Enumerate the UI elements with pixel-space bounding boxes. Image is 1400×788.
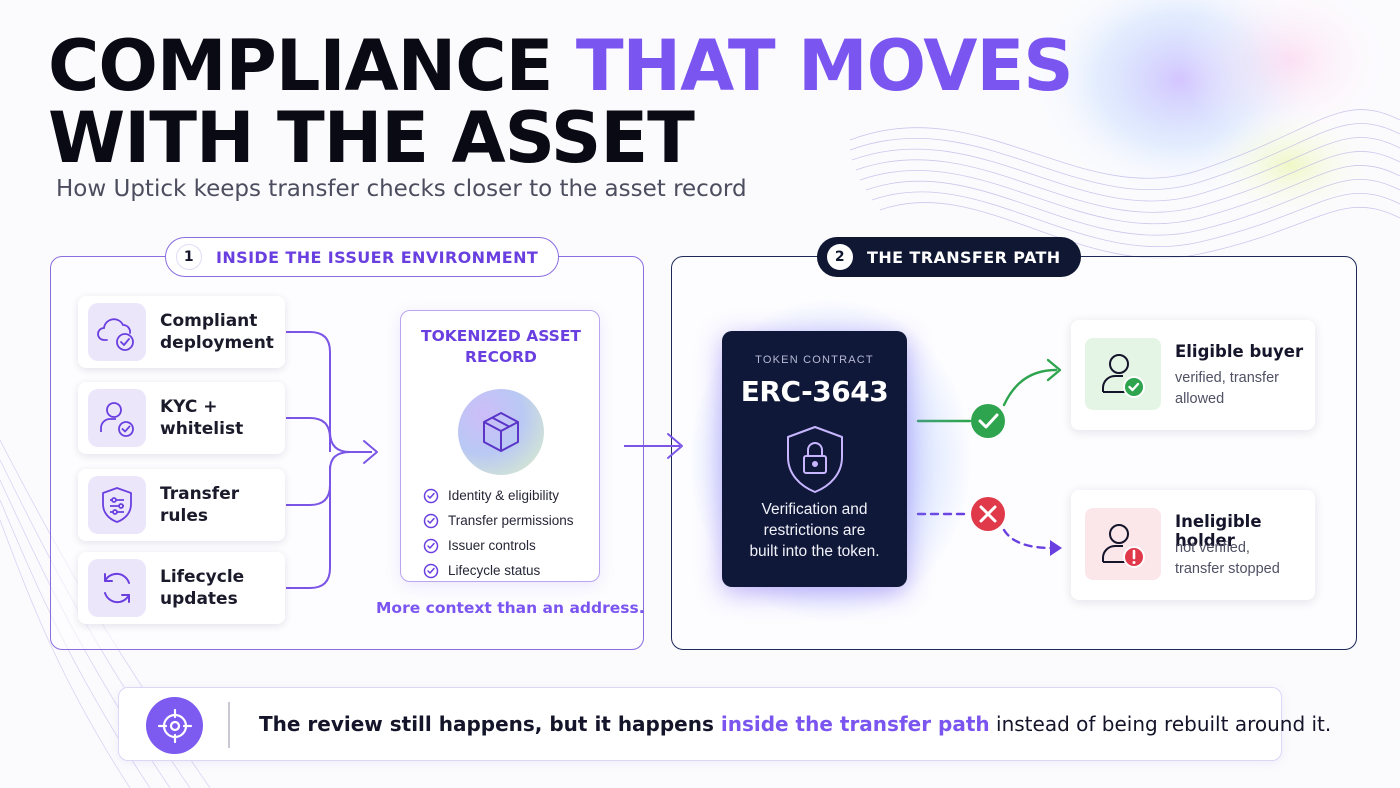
user-verified-icon [1085, 338, 1161, 410]
refresh-icon [88, 559, 146, 617]
section1-label: INSIDE THE ISSUER ENVIRONMENT [216, 247, 539, 267]
outcome-ineligible-holder: Ineligible holder not verified, transfer… [1071, 490, 1315, 600]
checklist-item: Identity & eligibility [423, 483, 574, 508]
summary-text-end: instead of being rebuilt around it. [989, 712, 1332, 736]
item-lifecycle-updates: Lifecycle updates [78, 552, 285, 624]
target-icon [146, 697, 203, 754]
cube-icon [458, 389, 544, 475]
item-label: KYC + whitelist [160, 397, 244, 439]
record-checklist: Identity & eligibility Transfer permissi… [423, 483, 574, 583]
summary-divider [228, 702, 230, 748]
contract-kicker: TOKEN CONTRACT [755, 354, 874, 366]
check-circle-icon [423, 538, 439, 553]
check-circle-icon [423, 563, 439, 578]
contract-standard: ERC-3643 [740, 375, 889, 408]
checklist-item: Issuer controls [423, 533, 574, 558]
user-blocked-icon [1085, 508, 1161, 580]
checklist-item: Lifecycle status [423, 558, 574, 583]
title-line1-part1: COMPLIANCE [48, 25, 576, 107]
summary-message: The review still happens, but it happens… [259, 712, 1331, 736]
outcome-eligible-buyer: Eligible buyer verified, transfer allowe… [1071, 320, 1315, 430]
record-title: TOKENIZED ASSET RECORD [421, 327, 581, 366]
outcome-subtitle: not verified, transfer stopped [1175, 540, 1280, 577]
item-transfer-rules: Transfer rules [78, 469, 285, 541]
user-check-icon [88, 389, 146, 447]
item-label: Lifecycle updates [160, 567, 245, 609]
title-line2: WITH THE ASSET [48, 97, 695, 179]
shield-sliders-icon [88, 476, 146, 534]
title-line1-accent: THAT MOVES [575, 25, 1074, 107]
check-circle-icon [423, 488, 439, 503]
item-label: Compliant deployment [160, 311, 274, 353]
summary-text-highlight: inside the transfer path [720, 712, 990, 736]
outcome-title: Ineligible holder [1175, 512, 1262, 550]
contract-description: Verification and restrictions are built … [749, 501, 880, 560]
shield-lock-icon [782, 423, 848, 500]
summary-text-start: The review still happens, but it happens [259, 712, 721, 736]
tokenized-asset-record-card: TOKENIZED ASSET RECORD Identity & eligib… [400, 310, 600, 582]
section2-header: 2 THE TRANSFER PATH [817, 237, 1081, 277]
checklist-item: Transfer permissions [423, 508, 574, 533]
check-circle-icon [423, 513, 439, 528]
outcome-subtitle: verified, transfer allowed [1175, 370, 1279, 407]
cloud-check-icon [88, 303, 146, 361]
item-kyc-whitelist: KYC + whitelist [78, 382, 285, 454]
record-note: More context than an address. [376, 599, 645, 617]
section2-label: THE TRANSFER PATH [867, 247, 1061, 267]
item-compliant-deployment: Compliant deployment [78, 296, 285, 368]
item-label: Transfer rules [160, 484, 240, 526]
section2-number: 2 [827, 244, 853, 270]
section1-number: 1 [176, 244, 202, 270]
token-contract-card: TOKEN CONTRACT ERC-3643 Verification and… [722, 331, 907, 587]
summary-bar: The review still happens, but it happens… [118, 687, 1331, 761]
section1-header: 1 INSIDE THE ISSUER ENVIRONMENT [165, 237, 560, 277]
page-title: COMPLIANCE THAT MOVES WITH THE ASSET [48, 30, 1074, 179]
page-subtitle: How Uptick keeps transfer checks closer … [56, 176, 747, 202]
outcome-title: Eligible buyer [1175, 342, 1304, 361]
